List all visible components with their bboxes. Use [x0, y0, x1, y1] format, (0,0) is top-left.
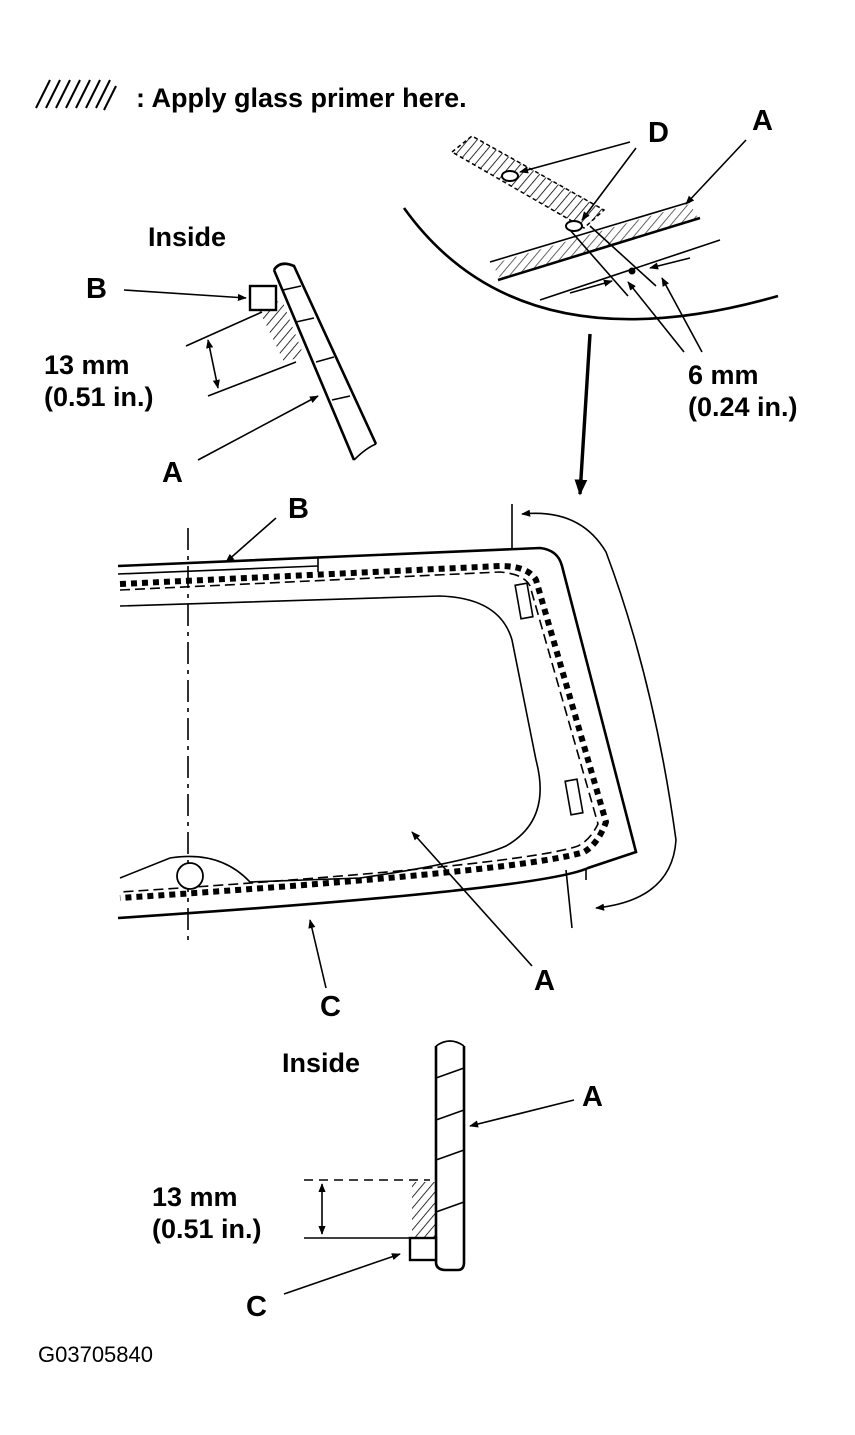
label-a-detail: A [752, 105, 773, 137]
label-a-main: A [534, 965, 555, 997]
glass-main-view: B A C [117, 493, 677, 1023]
molding-b-top [248, 284, 278, 312]
marker-d-upper [501, 170, 519, 182]
offset-mm: 6 mm [688, 360, 759, 390]
inside-label-top: Inside [148, 222, 226, 252]
section-top: Inside 13 mm (0.51 in.) B A [44, 222, 378, 489]
offset-in: (0.24 in.) [688, 392, 798, 422]
legend-text: : Apply glass primer here. [136, 83, 467, 113]
marker-d-lower [565, 220, 583, 232]
primer-in-bottom: (0.51 in.) [152, 1214, 262, 1244]
label-a-top: A [162, 457, 183, 489]
legend: : Apply glass primer here. [35, 79, 467, 113]
label-a-bottom: A [582, 1081, 603, 1113]
primer-mm-bottom: 13 mm [152, 1182, 238, 1212]
figure-code: G03705840 [38, 1342, 153, 1367]
hatch-swatch-icon [35, 79, 117, 111]
inside-label-bottom: Inside [282, 1048, 360, 1078]
label-b-main: B [288, 493, 309, 525]
primer-in-top: (0.51 in.) [44, 382, 154, 412]
molding-c-bottom [408, 1236, 438, 1262]
label-d: D [648, 117, 669, 149]
label-c-main: C [320, 991, 341, 1023]
label-c-bottom: C [246, 1291, 267, 1323]
primer-mm-top: 13 mm [44, 350, 130, 380]
offset-detail: D A 6 mm (0.24 in.) [402, 105, 798, 496]
label-b-top: B [86, 273, 107, 305]
locating-hole [176, 862, 204, 890]
section-bottom: Inside 13 mm (0.51 in.) A C [152, 1040, 603, 1323]
